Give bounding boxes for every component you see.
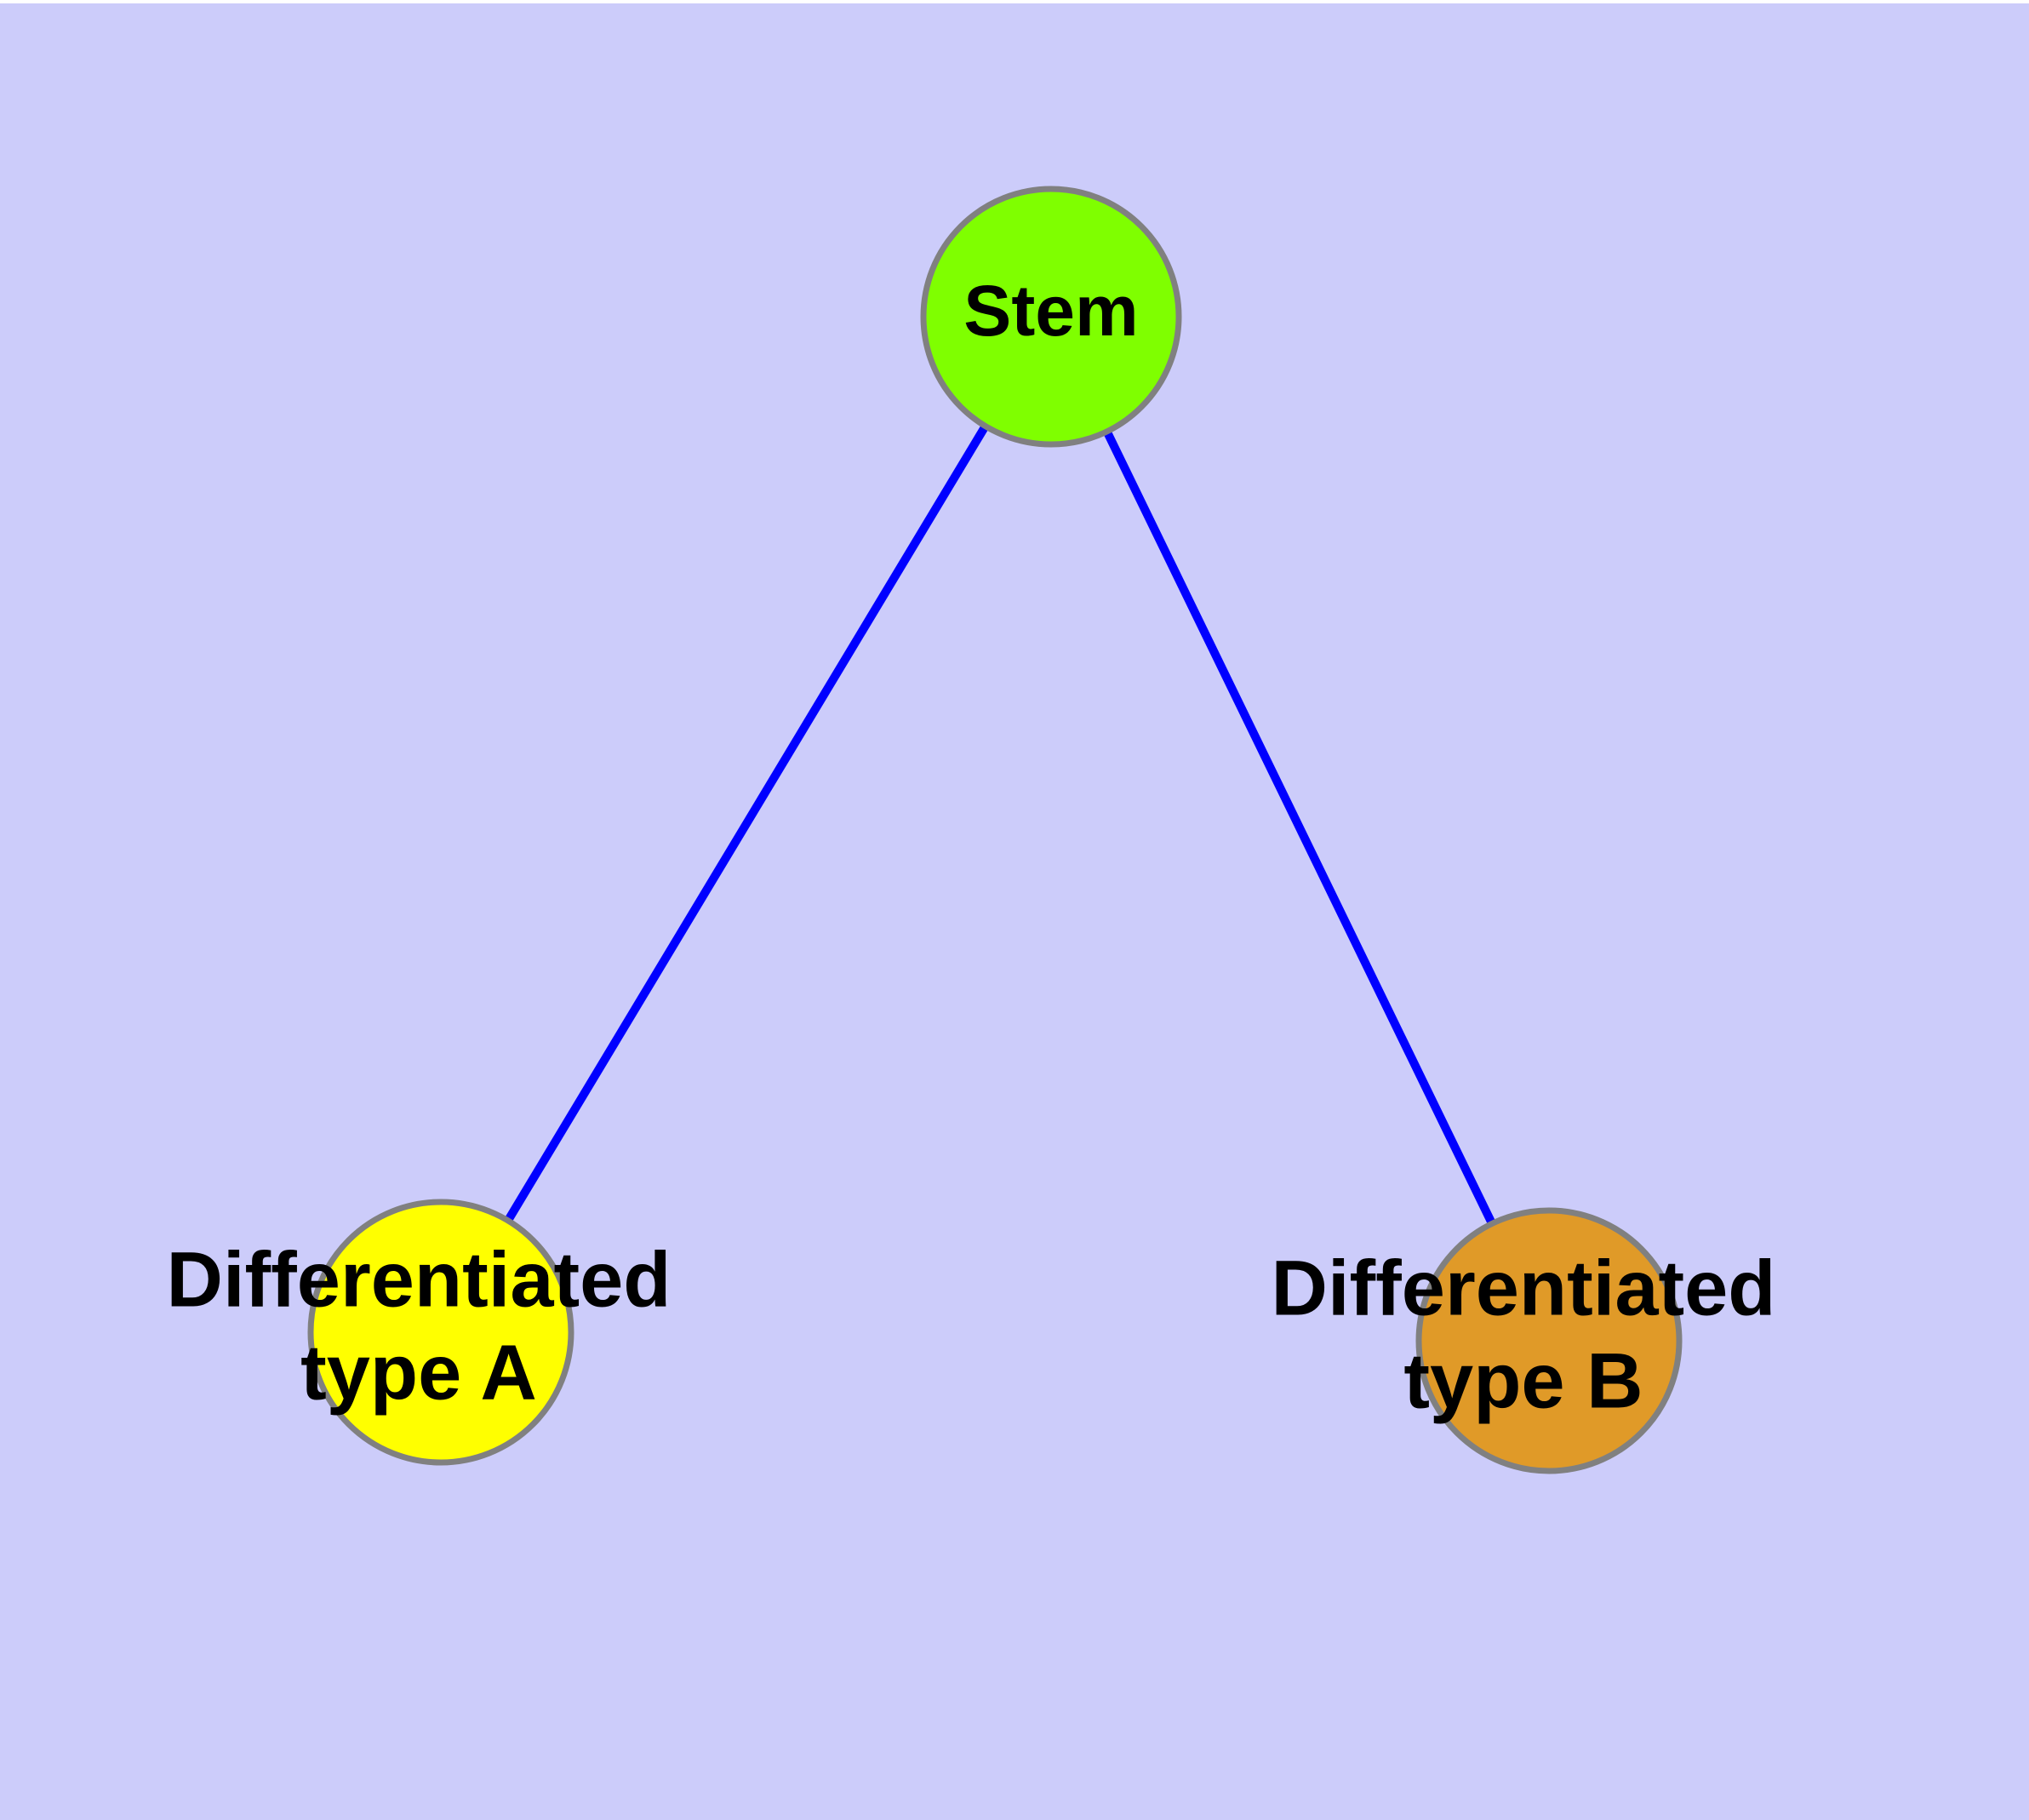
edge-stem-diff_b (1098, 420, 1500, 1235)
node-label-line: type A (300, 1330, 537, 1417)
edge-stem-diff_a (499, 415, 995, 1232)
node-diff_b[interactable] (1415, 1207, 1683, 1474)
edge-layer (499, 415, 1500, 1235)
node-label-line: type B (1403, 1338, 1643, 1425)
node-layer (307, 186, 1683, 1474)
node-label-line: Stem (963, 271, 1138, 351)
node-label-line: Differentiated (167, 1237, 672, 1324)
node-label-stem: Stem (963, 271, 1138, 351)
node-label-line: Differentiated (1272, 1245, 1776, 1332)
node-stem[interactable] (920, 186, 1182, 448)
node-diff_a[interactable] (307, 1199, 574, 1466)
